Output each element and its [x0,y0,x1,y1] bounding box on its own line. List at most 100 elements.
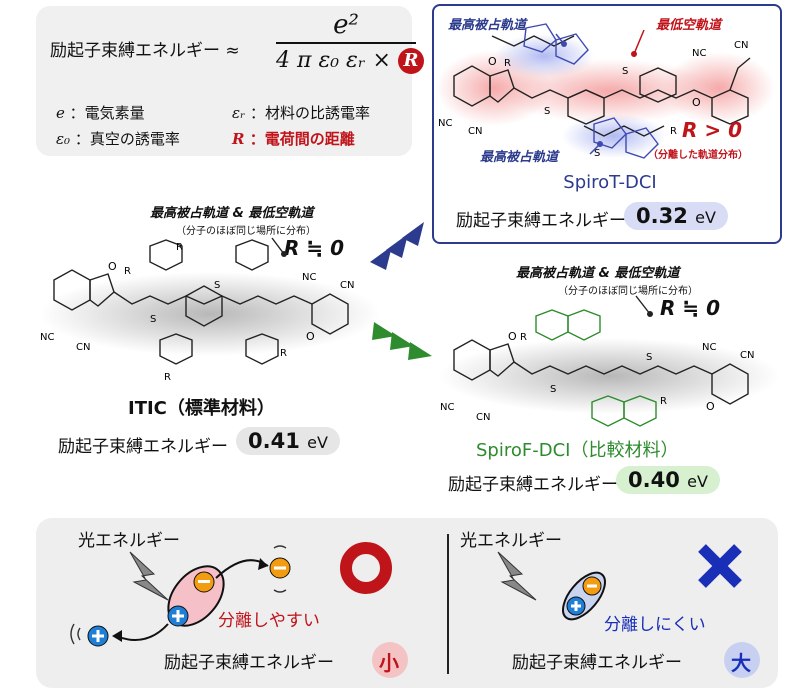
spirot-structure: O O NC CN NC CN R R S S S [436,23,775,159]
spirof-o-left: O [508,330,517,343]
spirot-cn-right: CN [734,40,748,51]
arrowhead-plus [112,630,122,642]
legend-e-text: ：電気素量 [69,104,145,122]
itic-glow [40,272,380,356]
spirof-r-condition: R ≒ 0 [660,296,720,320]
itic-nc-right: NC [302,272,316,283]
legend-r-symbol: R [232,130,245,148]
spirot-name: SpiroT-DCI [563,172,657,193]
legend-r: R ：電荷間の距離 [232,128,355,149]
itic-pointer [271,237,285,255]
energy-label-right: 励起子束縛エネルギー [512,653,682,673]
spirof-pointer-dot [647,311,653,317]
itic-orbitals-label: 最高被占軌道 & 最低空軌道 [150,206,314,221]
spirof-nc-left: NC [440,402,454,413]
vibration-marks-plus [70,623,81,645]
spirof-energy-value: 0.40 [628,468,680,492]
spirof-s-2: S [550,384,556,395]
size-small-label: 小 [379,651,399,675]
lumo-glow-right [663,52,775,124]
free-minus-sign [274,566,286,570]
spirot-homo-bottom-label: 最高被占軌道 [480,150,559,165]
itic-r-2: R [176,242,183,253]
bottom-illustration [70,534,760,678]
lightning-icon-left [129,551,169,601]
size-small-circle [372,642,408,678]
arrow-to-spirof [372,322,432,360]
minus-sign-right [587,584,597,588]
arrow-to-plus [115,623,169,641]
spirot-lumo-label: 最低空軌道 [656,18,722,33]
formula-fraction: e² 4 π ε₀ εᵣ × R [276,10,424,74]
legend-eps0-text: ：真空の誘電率 [74,130,180,148]
spirot-s-1: S [622,66,628,77]
itic-energy-unit: eV [307,433,328,452]
energy-label-left: 励起子束縛エネルギー [164,653,334,673]
itic-r-condition: R ≒ 0 [284,236,344,260]
legend-epsr: εᵣ ：材料の比誘電率 [232,102,370,123]
legend-r-text: ：電荷間の距離 [249,130,355,148]
itic-r-3: R [164,372,171,383]
spirot-energy-unit: eV [695,208,716,227]
itic-r-1: R [124,266,131,277]
arrow-to-spirot [370,222,424,270]
legend-epsr-text: ：材料の比誘電率 [250,104,371,122]
spirof-cn-left: CN [476,412,490,423]
itic-cn-left: CN [76,342,90,353]
itic-s-1: S [214,280,220,291]
spirot-o-right: O [692,96,701,109]
legend-epsr-symbol: εᵣ [232,104,246,122]
spirof-r-2: R [660,396,667,407]
spirof-fluorene-green [535,309,657,427]
separation-easy-label: 分離しやすい [218,611,320,631]
size-large-label: 大 [731,651,751,675]
itic-r-4: R [280,348,287,359]
light-energy-left: 光エネルギー [78,531,180,551]
spirof-backbone [453,339,749,405]
spirot-r-bottom: R [670,126,677,137]
arrowhead-minus [258,558,268,570]
spirot-backbone [453,35,751,137]
spirof-r-1: R [520,332,527,343]
spirot-o-left: O [488,55,497,68]
spirot-thiophene-blue [523,23,659,159]
itic-backbone [53,239,349,365]
legend-e: e ：電気素量 [56,102,145,123]
homo-bottom-dot [597,141,603,147]
fraction-line [276,42,416,44]
separation-hard-label: 分離しにくい [604,615,706,635]
itic-pointer-dot [281,251,287,257]
spirot-homo-top-label: 最高被占軌道 [448,18,527,33]
spirot-r-note: （分離した軌道分布） [648,150,748,161]
spirof-o-right: O [706,400,715,413]
free-plus-sign-v [96,630,100,642]
r-symbol-circle: R [397,48,424,74]
formula-lhs: 励起子束縛エネルギー ≈ [50,41,240,61]
itic-name: ITIC（標準材料） [128,398,275,419]
itic-structure: O O NC CN NC CN R R R R S S [40,237,380,383]
light-energy-right: 光エネルギー [460,531,562,551]
spirot-energy-label: 励起子束縛エネルギー [456,211,626,231]
spirof-glow [440,338,780,414]
spirot-nc-right: NC [692,48,706,59]
itic-energy-label: 励起子束縛エネルギー [58,437,228,457]
spirof-energy-label: 励起子束縛エネルギー [448,475,618,495]
minus-sign-left [198,580,210,583]
spirot-energy-pill: 0.32 eV [624,202,728,230]
bad-mark-cross-icon [698,544,742,588]
legend-eps0: ε₀ ：真空の誘電率 [56,128,180,149]
spirof-structure: O O NC CN NC CN R R S S [440,295,780,427]
spirof-orbitals-label: 最高被占軌道 & 最低空軌道 [516,266,680,281]
itic-energy-pill: 0.41 eV [236,427,340,455]
spirot-box: O O NC CN NC CN R R S S S 最高被占軌道 最低空軌道 最… [432,4,782,244]
size-large-circle [724,642,760,678]
spirof-note: （分子のほぼ同じ場所に分布） [558,286,698,297]
formula-numerator: e² [333,10,359,40]
good-mark-circle-icon [340,542,392,594]
plus-sign-v-right [574,601,578,611]
spirot-s-2: S [544,106,550,117]
legend-e-symbol: e [56,104,65,122]
spirot-nc-left: NC [438,118,452,129]
itic-energy-value: 0.41 [248,429,300,453]
